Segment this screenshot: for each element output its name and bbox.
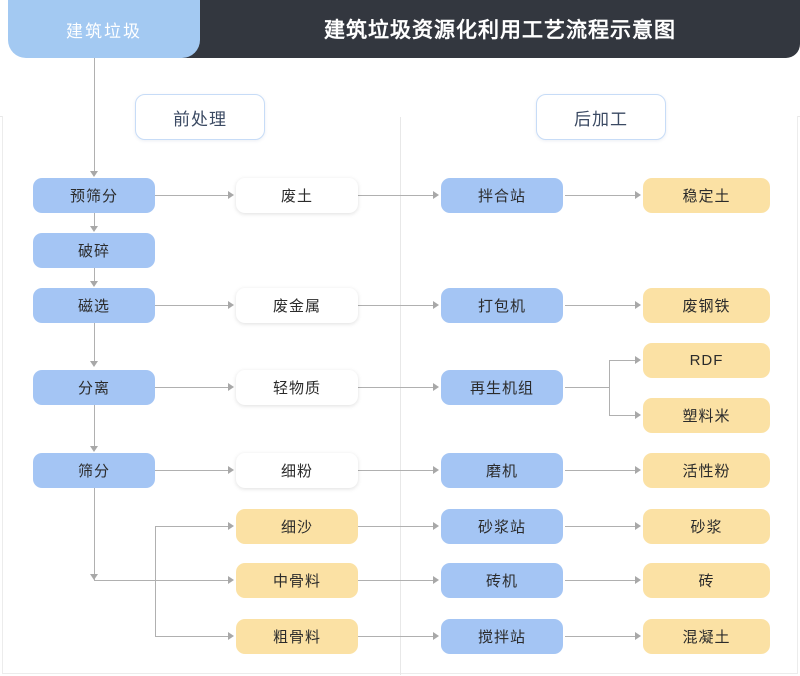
arrow-right-coarse-aggregate — [228, 632, 234, 640]
stage-divider — [400, 117, 401, 675]
arrow-right-rdf — [635, 356, 641, 364]
node-recycling-unit[interactable]: 再生机组 — [441, 370, 563, 405]
arrow-right-fine-powder — [228, 466, 234, 474]
connector-riser-to-coarse-aggregate — [155, 636, 230, 637]
arrow-right-batching-plant — [433, 632, 439, 640]
node-stabilized-soil[interactable]: 稳定土 — [643, 178, 770, 213]
arrow-right-brick — [635, 576, 641, 584]
arrow-right-waste-soil — [228, 191, 234, 199]
node-scrap-steel[interactable]: 废钢铁 — [643, 288, 770, 323]
connector-crush-to-magnetic — [94, 268, 95, 281]
connector-recycling-unit-split — [609, 360, 610, 415]
connector-brick-machine-to-brick — [565, 580, 637, 581]
connector-screen-down-bus — [94, 488, 95, 580]
connector-magnetic-to-scrap-metal — [155, 305, 230, 306]
connector-prescreen-to-waste-soil — [155, 195, 230, 196]
connector-recycling-unit-stem — [565, 387, 610, 388]
node-plastic-pellet[interactable]: 塑料米 — [643, 398, 770, 433]
node-waste-soil[interactable]: 废土 — [236, 178, 358, 213]
arrow-right-brick-machine — [433, 576, 439, 584]
arrow-right-mixing-station — [433, 191, 439, 199]
node-light-material[interactable]: 轻物质 — [236, 370, 358, 405]
node-concrete[interactable]: 混凝土 — [643, 619, 770, 654]
arrow-right-stabilized-soil — [635, 191, 641, 199]
node-mortar[interactable]: 砂浆 — [643, 509, 770, 544]
connector-tab-to-prescreen — [94, 58, 95, 172]
connector-split-to-plastic-pellet — [609, 415, 637, 416]
connector-fine-sand-to-mortar-station — [358, 526, 435, 527]
arrow-down-prescreen — [90, 171, 98, 177]
connector-fine-powder-to-mill — [358, 470, 435, 471]
connector-separate-to-light-material — [155, 387, 230, 388]
arrow-right-concrete — [635, 632, 641, 640]
page-title: 建筑垃圾资源化利用工艺流程示意图 — [324, 19, 676, 42]
input-tab-construction-waste[interactable]: 建筑垃圾 — [8, 0, 200, 58]
arrow-right-plastic-pellet — [635, 411, 641, 419]
node-prescreening[interactable]: 预筛分 — [33, 178, 155, 213]
arrow-right-scrap-metal — [228, 301, 234, 309]
connector-mill-to-active-powder — [565, 470, 637, 471]
arrow-right-mortar-station — [433, 522, 439, 530]
arrow-right-mid-aggregate — [228, 576, 234, 584]
connector-mortar-station-to-mortar — [565, 526, 637, 527]
node-crushing[interactable]: 破碎 — [33, 233, 155, 268]
node-fine-sand[interactable]: 细沙 — [236, 509, 358, 544]
connector-riser-to-fine-sand — [155, 526, 230, 527]
arrow-down-aggregate-bus — [90, 574, 98, 580]
section-label-pretreatment[interactable]: 前处理 — [135, 94, 265, 140]
node-mixing-station[interactable]: 拌合站 — [441, 178, 563, 213]
node-coarse-aggregate[interactable]: 粗骨料 — [236, 619, 358, 654]
connector-aggregate-riser — [155, 526, 156, 636]
connector-bus-to-mid-aggregate — [94, 580, 230, 581]
node-screening[interactable]: 筛分 — [33, 453, 155, 488]
connector-batching-plant-to-concrete — [565, 636, 637, 637]
node-brick[interactable]: 砖 — [643, 563, 770, 598]
connector-mid-aggregate-to-brick-machine — [358, 580, 435, 581]
connector-coarse-aggregate-to-batching-plant — [358, 636, 435, 637]
connector-magnetic-to-separate — [94, 323, 95, 361]
connector-prescreen-to-crush — [94, 213, 95, 226]
section-label-postprocessing[interactable]: 后加工 — [536, 94, 666, 140]
node-mill[interactable]: 磨机 — [441, 453, 563, 488]
node-fine-powder[interactable]: 细粉 — [236, 453, 358, 488]
arrow-right-mortar — [635, 522, 641, 530]
arrow-right-baler — [433, 301, 439, 309]
arrow-right-active-powder — [635, 466, 641, 474]
arrow-right-mill — [433, 466, 439, 474]
node-active-powder[interactable]: 活性粉 — [643, 453, 770, 488]
arrow-down-magnetic — [90, 281, 98, 287]
connector-split-to-rdf — [609, 360, 637, 361]
node-magnetic-separation[interactable]: 磁选 — [33, 288, 155, 323]
node-mid-aggregate[interactable]: 中骨料 — [236, 563, 358, 598]
arrow-right-light-material — [228, 383, 234, 391]
header-bar — [92, 0, 800, 58]
connector-waste-soil-to-mixing-station — [358, 195, 435, 196]
connector-mixing-station-to-stabilized-soil — [565, 195, 637, 196]
node-batching-plant[interactable]: 搅拌站 — [441, 619, 563, 654]
connector-light-material-to-recycling-unit — [358, 387, 435, 388]
arrow-down-separate — [90, 361, 98, 367]
arrow-right-scrap-steel — [635, 301, 641, 309]
arrow-down-crush — [90, 226, 98, 232]
arrow-down-screen — [90, 446, 98, 452]
connector-screen-to-fine-powder — [155, 470, 230, 471]
node-brick-machine[interactable]: 砖机 — [441, 563, 563, 598]
node-baler[interactable]: 打包机 — [441, 288, 563, 323]
node-mortar-station[interactable]: 砂浆站 — [441, 509, 563, 544]
node-rdf[interactable]: RDF — [643, 343, 770, 378]
arrow-right-recycling-unit — [433, 383, 439, 391]
connector-baler-to-scrap-steel — [565, 305, 637, 306]
connector-separate-to-screen — [94, 403, 95, 446]
connector-scrap-metal-to-baler — [358, 305, 435, 306]
node-separation[interactable]: 分离 — [33, 370, 155, 405]
node-scrap-metal[interactable]: 废金属 — [236, 288, 358, 323]
arrow-right-fine-sand — [228, 522, 234, 530]
